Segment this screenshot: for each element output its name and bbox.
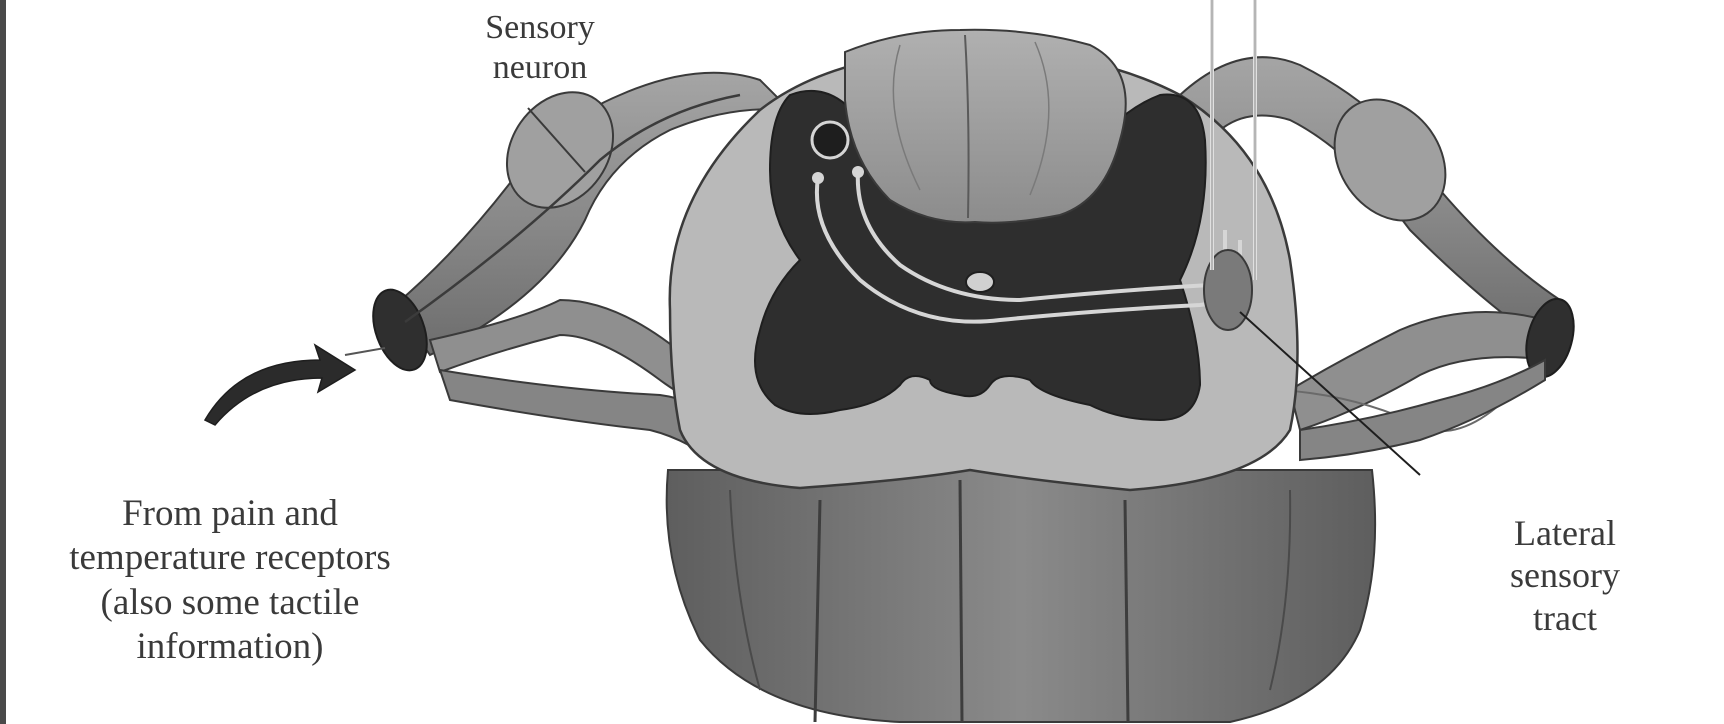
- central-canal: [966, 272, 994, 292]
- stimulus-arrow: [205, 345, 385, 425]
- lateral-sensory-tract-label: Lateral sensory tract: [1465, 512, 1665, 639]
- sensory-neuron-label: Sensory neuron: [440, 8, 640, 88]
- dorsal-columns: [845, 30, 1126, 223]
- receptors-label: From pain and temperature receptors (als…: [0, 492, 460, 670]
- dorsal-horn-synapse: [812, 122, 848, 158]
- cord-lower-columns: [667, 470, 1375, 722]
